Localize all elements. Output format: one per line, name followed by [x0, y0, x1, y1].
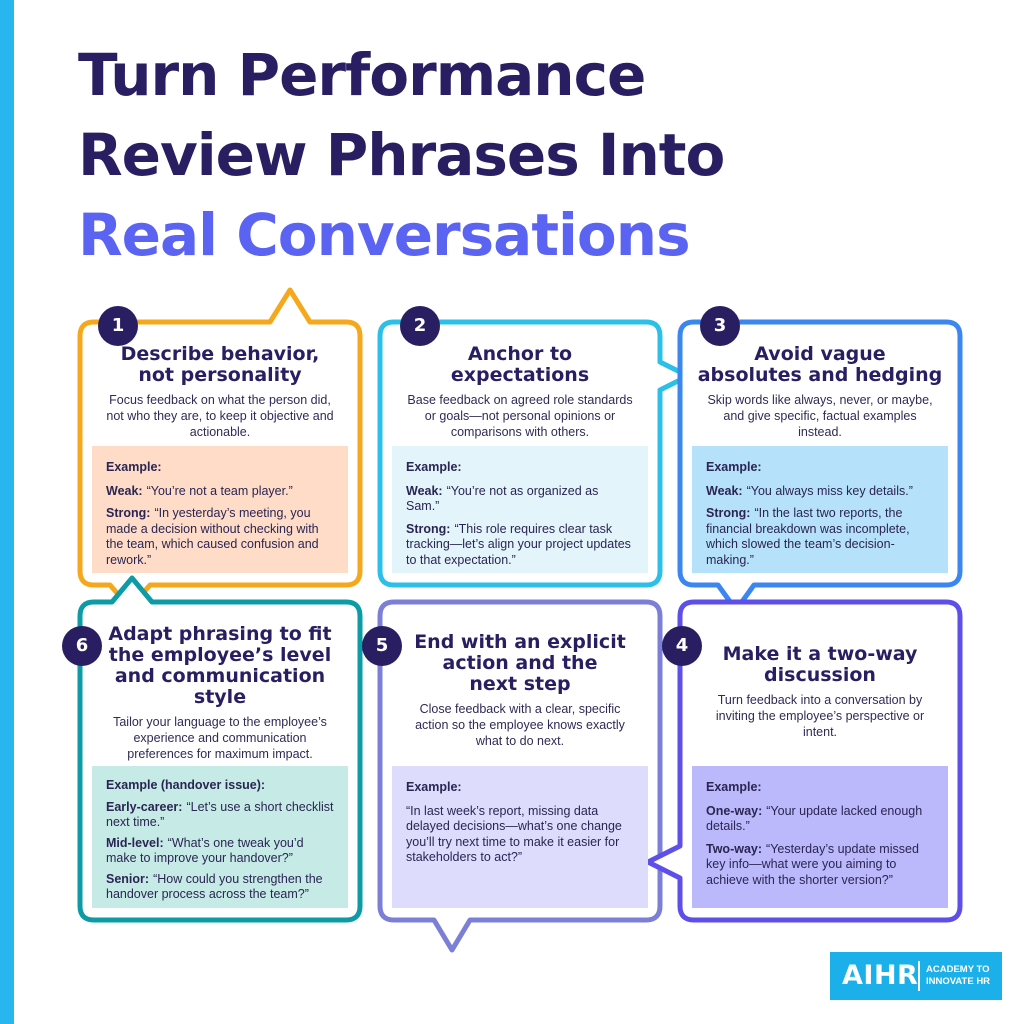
card-4-example-one-way: One-way:“Your update lacked enough detai…: [706, 803, 923, 834]
card-6: Adapt phrasing to fit the employee’s lev…: [80, 602, 360, 920]
card-3-header: Avoid vague absolutes and hedging Skip w…: [680, 344, 960, 440]
card-4-example-two-way: Two-way:“Yesterday’s update missed key i…: [706, 841, 919, 887]
card-1-header: Describe behavior, not personality Focus…: [80, 344, 360, 440]
card-3-number-badge: 3: [700, 306, 740, 346]
card-6-example-early-career: Early-career:“Let’s use a short checklis…: [106, 799, 334, 830]
card-1-description: Focus feedback on what the person did, n…: [106, 393, 334, 439]
card-6-example-title: Example (handover issue):: [106, 778, 266, 792]
card-2-example-box: Example: Weak:“You’re not as organized a…: [392, 446, 648, 573]
card-5-description: Close feedback with a clear, specific ac…: [415, 702, 625, 748]
card-2-header: Anchor to expectations Base feedback on …: [380, 344, 660, 440]
card-5-header: End with an explicit action and the next…: [380, 632, 660, 749]
card-2-example-weak: Weak:“You’re not as organized as Sam.”: [406, 483, 599, 514]
card-3-example-strong: Strong:“In the last two reports, the fin…: [706, 506, 910, 567]
card-2-description: Base feedback on agreed role standards o…: [407, 393, 633, 439]
logo-tagline: ACADEMY TO INNOVATE HR: [926, 964, 991, 987]
card-6-header: Adapt phrasing to fit the employee’s lev…: [80, 624, 360, 762]
card-6-example-box: Example (handover issue): Early-career:“…: [92, 766, 348, 908]
card-2: Anchor to expectations Base feedback on …: [380, 322, 660, 585]
left-accent-stripe: [0, 0, 14, 1024]
card-4-example-title: Example:: [706, 780, 762, 794]
title-line-2: Review Phrases Into: [78, 121, 725, 189]
card-3-title: Avoid vague absolutes and hedging: [697, 343, 943, 386]
card-1-example-weak: Weak:“You’re not a team player.”: [106, 483, 293, 498]
card-5-title: End with an explicit action and the next…: [414, 631, 626, 695]
card-3-description: Skip words like always, never, or maybe,…: [707, 393, 933, 439]
card-1-example-box: Example: Weak:“You’re not a team player.…: [92, 446, 348, 573]
card-4-number-badge: 4: [662, 626, 702, 666]
card-4-example-box: Example: One-way:“Your update lacked eno…: [692, 766, 948, 908]
page-title: Turn Performance Review Phrases Into Rea…: [78, 41, 725, 286]
card-4-header: Make it a two-way discussion Turn feedba…: [680, 644, 960, 740]
card-3-example-box: Example: Weak:“You always miss key detai…: [692, 446, 948, 573]
card-4: Make it a two-way discussion Turn feedba…: [680, 602, 960, 920]
title-line-1: Turn Performance: [78, 41, 646, 109]
card-4-description: Turn feedback into a conversation by inv…: [715, 693, 925, 739]
card-3-example-weak: Weak:“You always miss key details.”: [706, 483, 913, 498]
title-line-3: Real Conversations: [78, 201, 691, 269]
card-2-example-strong: Strong:“This role requires clear task tr…: [406, 521, 631, 567]
card-1-example-title: Example:: [106, 460, 162, 474]
card-1: Describe behavior, not personality Focus…: [80, 322, 360, 585]
card-6-number-badge: 6: [62, 626, 102, 666]
card-5: End with an explicit action and the next…: [380, 602, 660, 920]
card-5-example-text: “In last week’s report, missing data del…: [406, 803, 622, 865]
card-4-title: Make it a two-way discussion: [722, 643, 918, 686]
card-3: Avoid vague absolutes and hedging Skip w…: [680, 322, 960, 585]
logo-separator: [918, 961, 920, 991]
aihr-logo: AIHR ACADEMY TO INNOVATE HR: [830, 952, 1002, 1000]
card-1-number-badge: 1: [98, 306, 138, 346]
card-2-title: Anchor to expectations: [450, 343, 590, 386]
card-5-number-badge: 5: [362, 626, 402, 666]
logo-mark: AIHR: [842, 960, 919, 991]
card-6-example-mid-level: Mid-level:“What’s one tweak you’d make t…: [106, 835, 304, 866]
card-6-example-senior: Senior:“How could you strengthen the han…: [106, 871, 323, 902]
card-3-example-title: Example:: [706, 460, 762, 474]
card-6-title: Adapt phrasing to fit the employee’s lev…: [108, 623, 332, 708]
card-2-number-badge: 2: [400, 306, 440, 346]
card-5-example-title: Example:: [406, 780, 462, 794]
card-2-example-title: Example:: [406, 460, 462, 474]
card-6-description: Tailor your language to the employee’s e…: [113, 715, 327, 761]
card-1-title: Describe behavior, not personality: [120, 343, 320, 386]
card-5-example-box: Example: “In last week’s report, missing…: [392, 766, 648, 908]
card-1-example-strong: Strong:“In yesterday’s meeting, you made…: [106, 506, 319, 567]
